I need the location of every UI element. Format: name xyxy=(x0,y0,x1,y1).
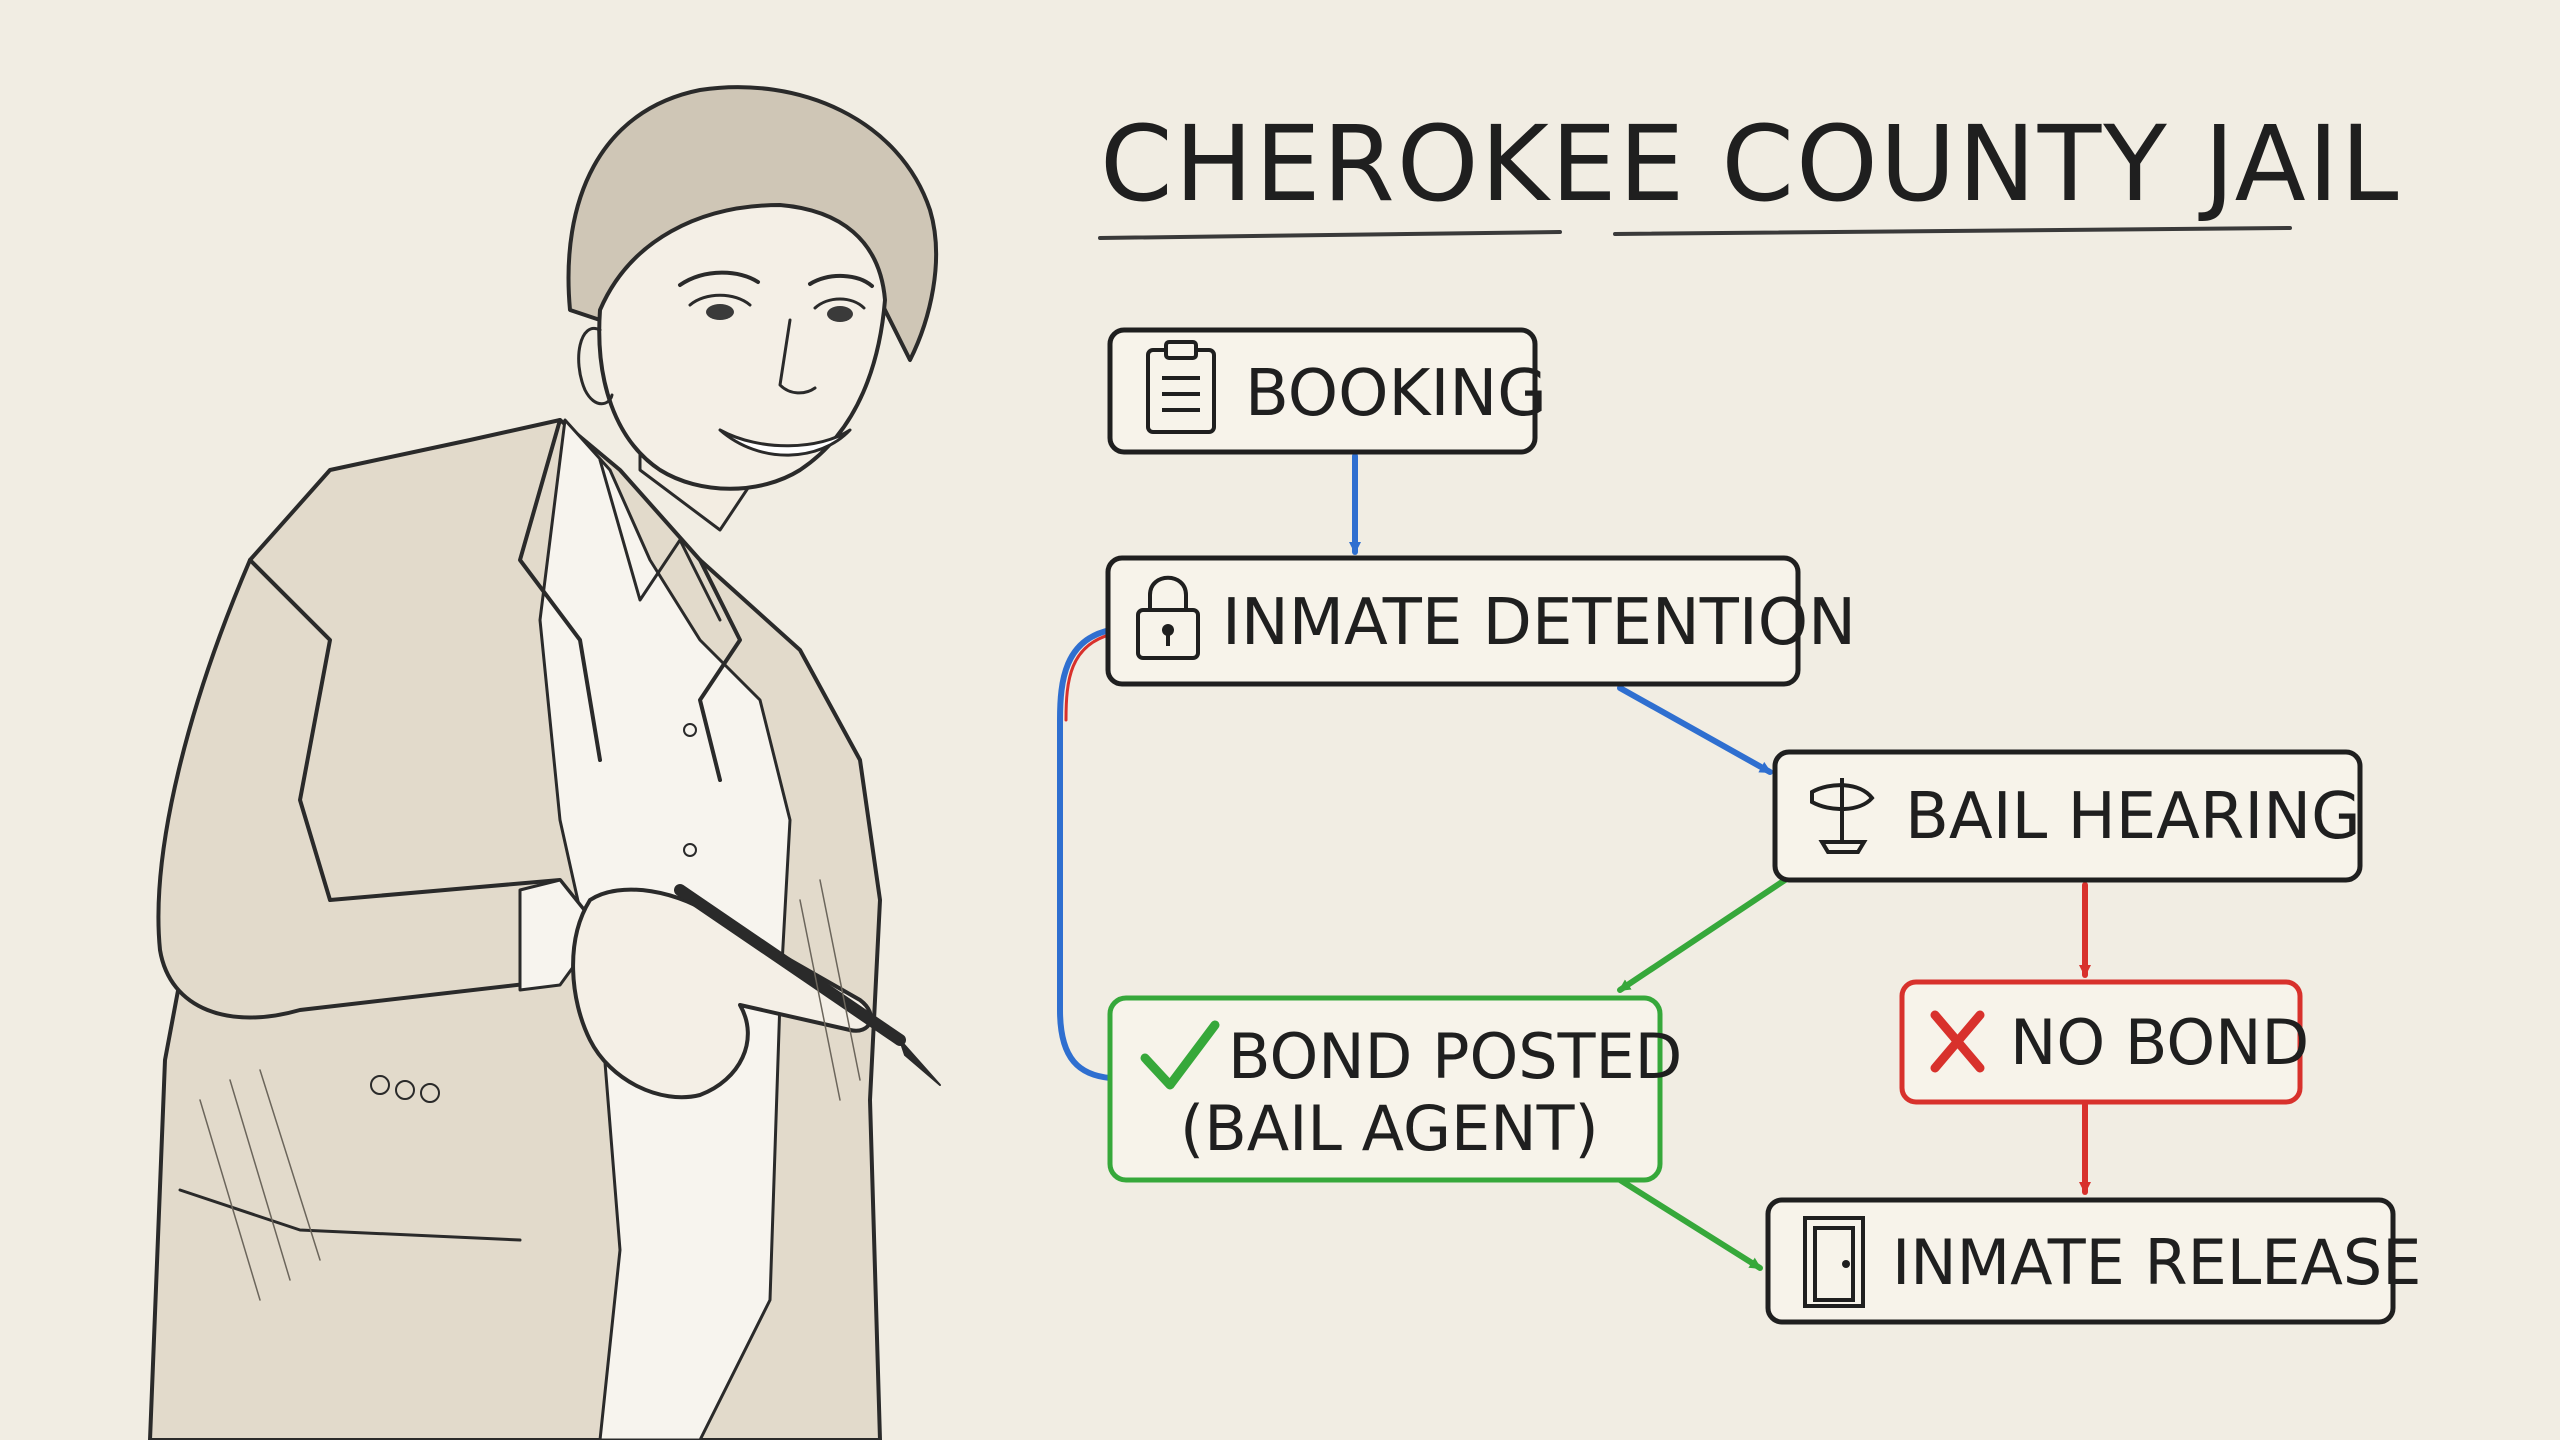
node-no-bond-label: NO BOND xyxy=(2010,1006,2309,1079)
node-booking-label: BOOKING xyxy=(1245,357,1547,431)
illustration-person xyxy=(148,85,941,1440)
node-detention: INMATE DETENTION xyxy=(1105,555,1856,687)
door-icon xyxy=(1803,1216,1865,1308)
padlock-icon xyxy=(1136,575,1200,660)
node-bond-posted: BOND POSTED (BAIL AGENT) xyxy=(1107,995,1682,1183)
connectors xyxy=(1057,453,2091,1271)
node-release: INMATE RELEASE xyxy=(1765,1197,2421,1325)
edge-detention-to-bail-hearing xyxy=(1617,685,1773,775)
title-group: CHEROKEE COUNTY JAIL xyxy=(1098,103,2400,240)
gavel-icon xyxy=(1810,778,1875,854)
diagram-title: CHEROKEE COUNTY JAIL xyxy=(1100,103,2400,225)
edge-bond-posted-to-release xyxy=(1617,1177,1763,1271)
node-bond-posted-line2: (BAIL AGENT) xyxy=(1180,1092,1599,1165)
node-booking: BOOKING xyxy=(1107,327,1547,455)
title-underline xyxy=(1098,226,2292,240)
clipboard-icon xyxy=(1146,340,1216,434)
checkmark-icon xyxy=(1140,1020,1220,1090)
node-release-label: INMATE RELEASE xyxy=(1892,1226,2421,1299)
node-bond-posted-line1: BOND POSTED xyxy=(1228,1020,1682,1093)
edge-bail-hearing-to-bond-posted xyxy=(1617,877,1788,993)
node-no-bond: NO BOND xyxy=(1899,979,2309,1105)
x-mark-icon xyxy=(1930,1010,1985,1073)
edge-detention-to-bond-posted xyxy=(1057,627,1113,1081)
node-detention-label: INMATE DETENTION xyxy=(1222,586,1856,660)
node-bail-hearing: BAIL HEARING xyxy=(1772,749,2363,883)
edge-loop-red-accent xyxy=(1064,632,1114,722)
node-bail-hearing-label: BAIL HEARING xyxy=(1905,780,2361,854)
